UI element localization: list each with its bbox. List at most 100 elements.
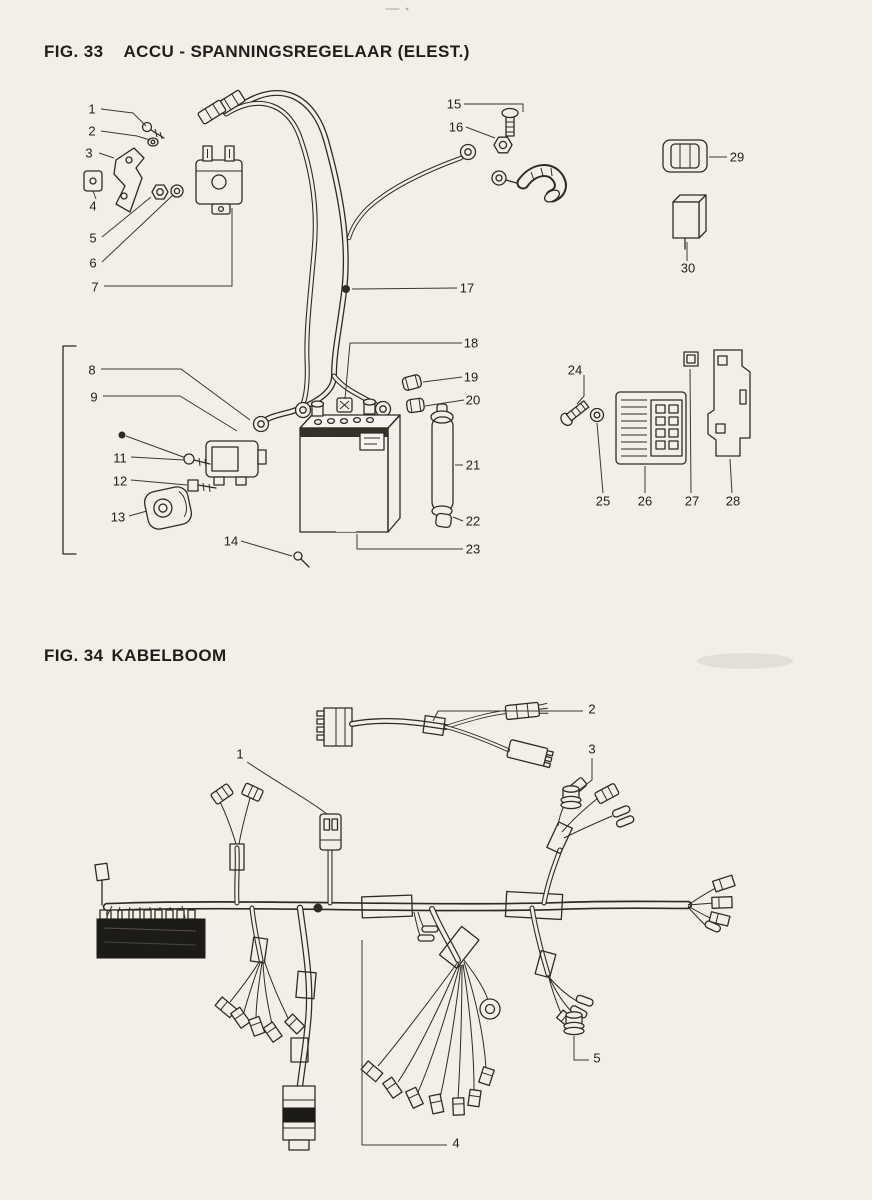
bolt — [187, 479, 217, 493]
fuse-holder — [430, 403, 454, 529]
fig33-callout-13: 13 — [111, 509, 125, 524]
scan-artifact — [385, 7, 409, 11]
upper-right-branch — [541, 777, 635, 906]
bolt — [560, 400, 590, 427]
fig34-callout-3: 3 — [588, 741, 595, 756]
two-pin-connector — [319, 813, 342, 906]
rubber-elbow-boot — [516, 164, 567, 203]
bracket — [113, 147, 145, 213]
fig33-callout-27: 27 — [685, 493, 699, 508]
lower-left-branch — [214, 905, 306, 1043]
fig33-title: ACCU - SPANNINGSREGELAAR (ELEST.) — [123, 42, 470, 61]
fuse-holder-cap — [435, 512, 453, 529]
voltage-regulator — [615, 391, 687, 465]
fig33-leaders — [92, 103, 733, 557]
fig33-callout-15: 15 — [447, 96, 461, 111]
fig33-leader-25 — [596, 422, 604, 494]
fig34-callout-5: 5 — [593, 1050, 600, 1065]
battery — [299, 398, 401, 533]
fig33-leader-18 — [344, 342, 462, 400]
fig34-label: FIG. 34 — [44, 646, 104, 665]
battery-cables — [223, 90, 464, 423]
fig33-callout-16: 16 — [449, 119, 463, 134]
fig33-leader-16 — [465, 126, 496, 139]
fig33-leader-15 — [464, 103, 524, 112]
fig34-heading: FIG. 34 KABELBOOM — [44, 646, 227, 666]
fig33-leader-24 — [576, 375, 585, 405]
fig33-callout-22: 22 — [466, 513, 480, 528]
fig34-callout-1: 1 — [236, 746, 243, 761]
ring-terminal — [374, 400, 392, 418]
fig33-leader-7 — [104, 208, 233, 287]
fig33-leader-28 — [729, 458, 733, 494]
clip-nut — [683, 351, 699, 367]
fig33-label: FIG. 33 — [44, 42, 104, 61]
fig33-callout-4: 4 — [89, 198, 96, 213]
ring-terminal — [491, 170, 521, 186]
ring-terminal — [459, 143, 477, 161]
cable-end-terminal — [197, 99, 227, 125]
relay — [672, 194, 707, 250]
ring-terminal — [479, 998, 501, 1020]
fig33-callout-1: 1 — [88, 101, 95, 116]
lower-thick-branch — [282, 904, 317, 1151]
washer — [147, 137, 159, 147]
fig33-callout-24: 24 — [568, 362, 582, 377]
fig33-callout-28: 28 — [726, 493, 740, 508]
fig33-callout-3: 3 — [85, 145, 92, 160]
screw — [293, 551, 310, 568]
fig33-callout-30: 30 — [681, 260, 695, 275]
fuse — [401, 374, 422, 391]
fig33-callout-14: 14 — [224, 533, 238, 548]
harness-junction-dot — [313, 903, 323, 913]
fig33-leader-27 — [689, 368, 692, 494]
grommet — [563, 1011, 585, 1036]
sub-harness-connector — [506, 739, 554, 769]
fig33-callout-29: 29 — [730, 149, 744, 164]
fig33-leader-2 — [100, 130, 151, 141]
horn-switch — [195, 145, 243, 215]
fig34-leader-4 — [361, 940, 447, 1146]
rubber-mount — [83, 170, 103, 192]
fig33-callout-21: 21 — [466, 457, 480, 472]
fig33-callout-7: 7 — [91, 279, 98, 294]
right-bottom-branch — [529, 905, 594, 1029]
fig33-callout-19: 19 — [464, 369, 478, 384]
fig33-callout-18: 18 — [464, 335, 478, 350]
fig33-callout-6: 6 — [89, 255, 96, 270]
fig33-leader-13 — [128, 510, 148, 517]
fig34-leader-3 — [577, 758, 593, 792]
fig33-callout-23: 23 — [466, 541, 480, 556]
washer — [170, 184, 184, 198]
fig34-callout-2: 2 — [588, 701, 595, 716]
fig34-diagram: 1 2 3 4 5 — [94, 701, 736, 1151]
fig33-leader-11 — [130, 456, 185, 461]
fig33-leader-5 — [101, 196, 152, 238]
battery-terminal — [362, 398, 377, 415]
print-ghost — [697, 653, 793, 669]
fig33-leader-19 — [422, 376, 463, 383]
fig34-title: KABELBOOM — [111, 646, 227, 665]
fig33-leader-14 — [240, 540, 293, 557]
grommet — [560, 785, 582, 810]
fig33-leader-3 — [98, 152, 115, 159]
inline-connector — [336, 397, 353, 413]
fig34-callouts: 1 2 3 4 5 — [236, 701, 600, 1150]
screw — [183, 453, 211, 468]
right-end-terminals — [687, 874, 736, 933]
center-bottom-branch — [360, 906, 501, 1116]
cable-tie-dot — [118, 431, 187, 459]
fig33-leader-4 — [92, 190, 97, 200]
screw — [141, 121, 165, 140]
fig34-leader-1 — [246, 761, 328, 815]
fig33-leader-8 — [101, 368, 251, 421]
fig33-callout-8: 8 — [88, 362, 95, 377]
bottom-multipin-connector — [282, 1085, 316, 1151]
fig33-leader-12 — [130, 479, 188, 486]
inline-bullet-connectors — [413, 911, 439, 942]
rubber-boot — [662, 139, 708, 173]
fig33-callout-11: 11 — [113, 450, 127, 465]
sub-harness-connector — [504, 701, 549, 721]
bolt — [501, 107, 519, 137]
